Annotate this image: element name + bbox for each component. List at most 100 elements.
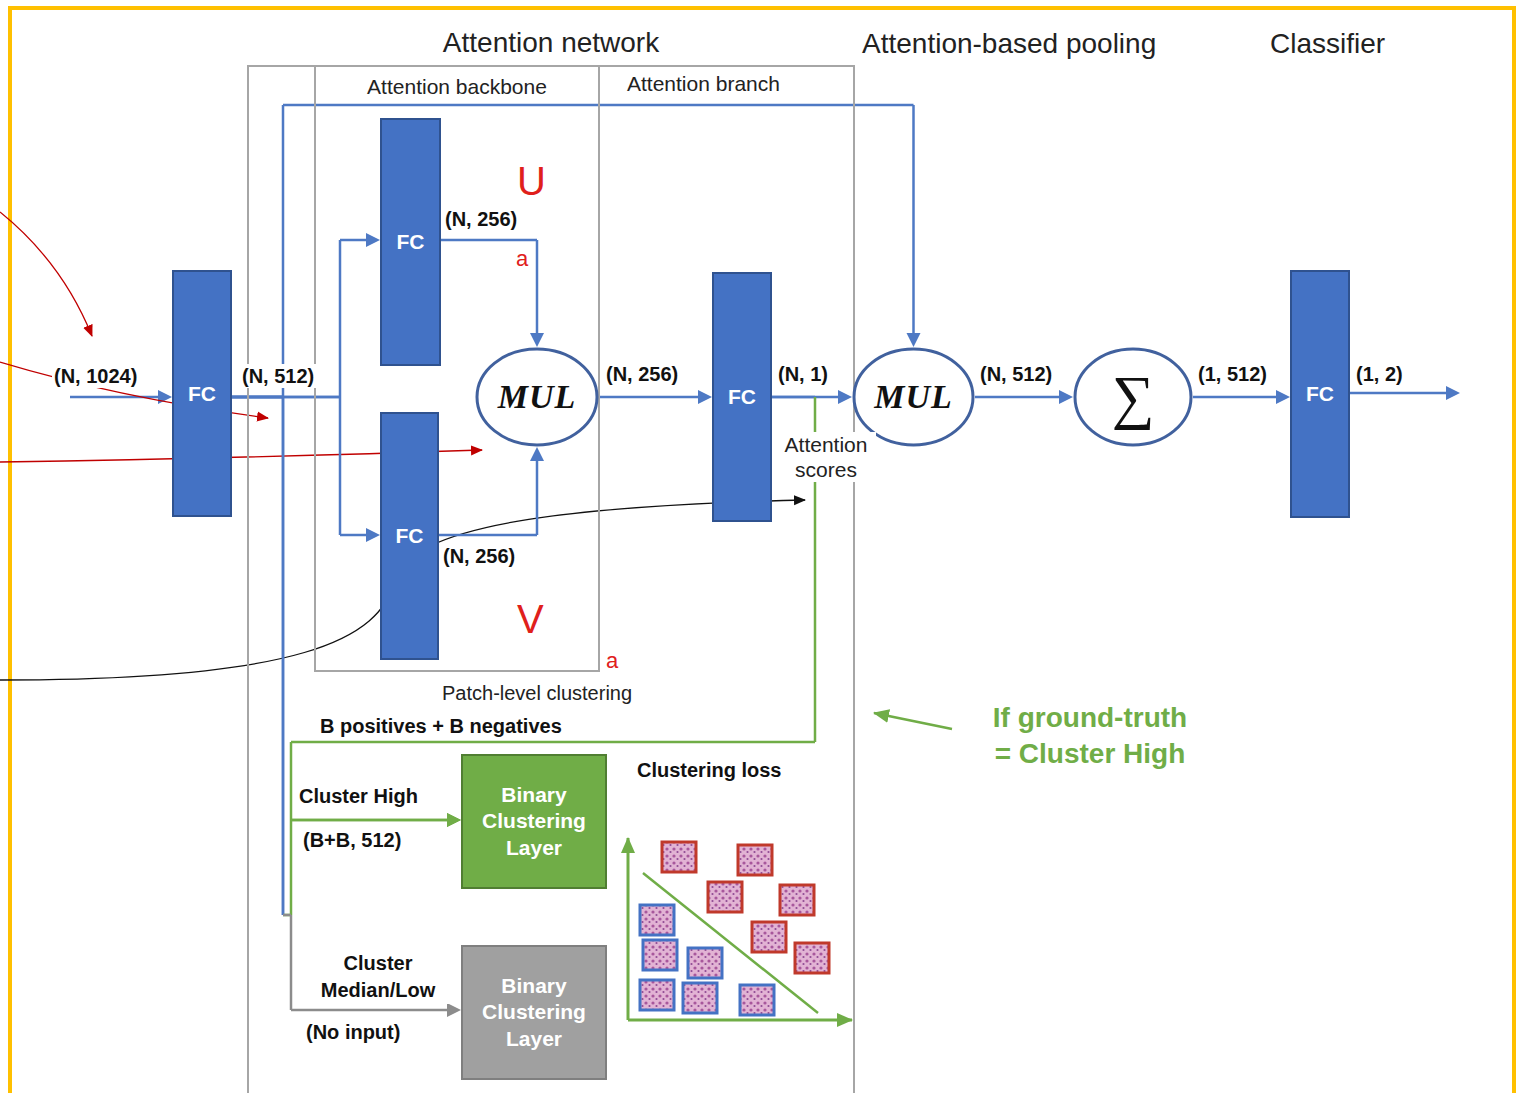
connector — [441, 240, 544, 347]
clustering-illustration — [628, 838, 852, 1020]
positive-patch — [795, 943, 829, 973]
arrowhead — [1276, 390, 1290, 404]
connector-segment — [975, 396, 1065, 399]
connector-segment — [599, 396, 704, 399]
edge-label: (N, 256) — [604, 362, 680, 386]
edge-label: (N, 256) — [441, 544, 517, 568]
connector — [232, 105, 921, 397]
note-leader-arrow — [874, 713, 952, 729]
node-label: MUL — [498, 378, 577, 416]
region-heading: Attention network — [249, 27, 853, 59]
negative-patch — [640, 905, 674, 935]
connector-segment — [291, 819, 453, 822]
positive-patch — [752, 922, 786, 952]
negative-patch — [640, 980, 674, 1010]
circle-shape — [854, 349, 973, 445]
fc-layer-box: FC — [712, 272, 772, 522]
arrowhead — [447, 1003, 461, 1017]
node-label: FC — [1306, 382, 1334, 406]
connector-segment — [339, 397, 342, 535]
edge-label: Cluster Median/Low — [296, 950, 460, 1004]
arrowhead — [530, 447, 544, 461]
multiply-circle: MUL — [475, 347, 599, 447]
edge-label: (N, 512) — [978, 362, 1054, 386]
node-label: Binary Clustering Layer — [471, 782, 597, 861]
arrowhead — [366, 528, 380, 542]
connector-segment — [291, 1009, 453, 1012]
edge-label: (N, 256) — [443, 207, 519, 231]
node-label: FC — [728, 385, 756, 409]
section-heading: Attention branch — [627, 72, 780, 96]
arrowhead — [447, 813, 461, 827]
section-label: Clustering loss — [637, 759, 781, 782]
connector-segment — [912, 105, 915, 339]
output-arrowhead — [1446, 386, 1460, 400]
connector-segment — [282, 105, 285, 397]
connector-segment — [439, 534, 537, 537]
fc-layer-box: FC — [380, 118, 441, 366]
output-note: Attention scores — [776, 432, 876, 482]
fc-layer-box: FC — [172, 270, 232, 517]
connector-segment — [290, 742, 293, 820]
section-heading: Classifier — [1270, 28, 1385, 60]
node-label: ∑ — [1112, 367, 1155, 427]
dimension-label: (1, 2) — [1356, 362, 1403, 386]
edge-label: Cluster High — [297, 784, 420, 808]
connector-segment — [536, 455, 539, 535]
axis — [628, 1019, 852, 1022]
negative-patch — [643, 940, 677, 970]
connector-segment — [339, 240, 342, 397]
connector-segment — [232, 396, 283, 399]
sum-circle: ∑ — [1073, 347, 1193, 447]
clustering-layer-box: Binary Clustering Layer — [461, 754, 607, 889]
arrowhead — [838, 390, 852, 404]
connector-segment — [772, 396, 815, 399]
node-label: FC — [397, 230, 425, 254]
connector-segment — [772, 396, 844, 399]
arrowhead — [530, 333, 544, 347]
arrowhead — [447, 813, 461, 827]
node-label: FC — [396, 524, 424, 548]
annotation-letter: V — [517, 596, 544, 642]
connector-segment — [232, 396, 283, 399]
axis — [627, 838, 630, 1020]
connector-segment — [536, 240, 539, 339]
arrowhead — [1059, 390, 1073, 404]
positive-patch — [662, 842, 696, 872]
arrowhead — [366, 233, 380, 247]
node-label: MUL — [874, 378, 953, 416]
section-label: Patch-level clustering — [442, 682, 632, 705]
edge-label: (N, 512) — [240, 364, 316, 388]
section-heading: Attention-based pooling — [862, 28, 1156, 60]
connector — [975, 390, 1073, 404]
region-heading: Attention backbone — [316, 75, 598, 99]
connector — [232, 397, 380, 542]
node-label: Binary Clustering Layer — [471, 973, 597, 1052]
negative-patch — [740, 985, 774, 1015]
connector — [1193, 390, 1290, 404]
arrowhead — [698, 390, 712, 404]
connector-segment — [291, 741, 815, 744]
circle-shape — [1075, 349, 1191, 445]
edge-label: B positives + B negatives — [318, 714, 564, 738]
connector — [232, 397, 461, 1017]
connector-segment — [1193, 396, 1282, 399]
dimension-label: (N, 1024) — [52, 364, 139, 388]
connector — [232, 397, 461, 915]
annotation-letter: a — [516, 246, 528, 272]
connector — [439, 447, 544, 535]
positive-patch — [738, 845, 772, 875]
fc-layer-box: FC — [1290, 270, 1350, 518]
dimension-label: (B+B, 512) — [303, 828, 401, 852]
region-frame: Attention networkAttention backboneFCFCM… — [247, 65, 855, 1093]
circle-shape — [477, 349, 597, 445]
connector-segment — [282, 397, 285, 915]
connector-segment — [290, 915, 293, 1010]
connector-segment — [232, 396, 283, 399]
connector-segment — [282, 397, 285, 915]
connector — [232, 233, 380, 397]
